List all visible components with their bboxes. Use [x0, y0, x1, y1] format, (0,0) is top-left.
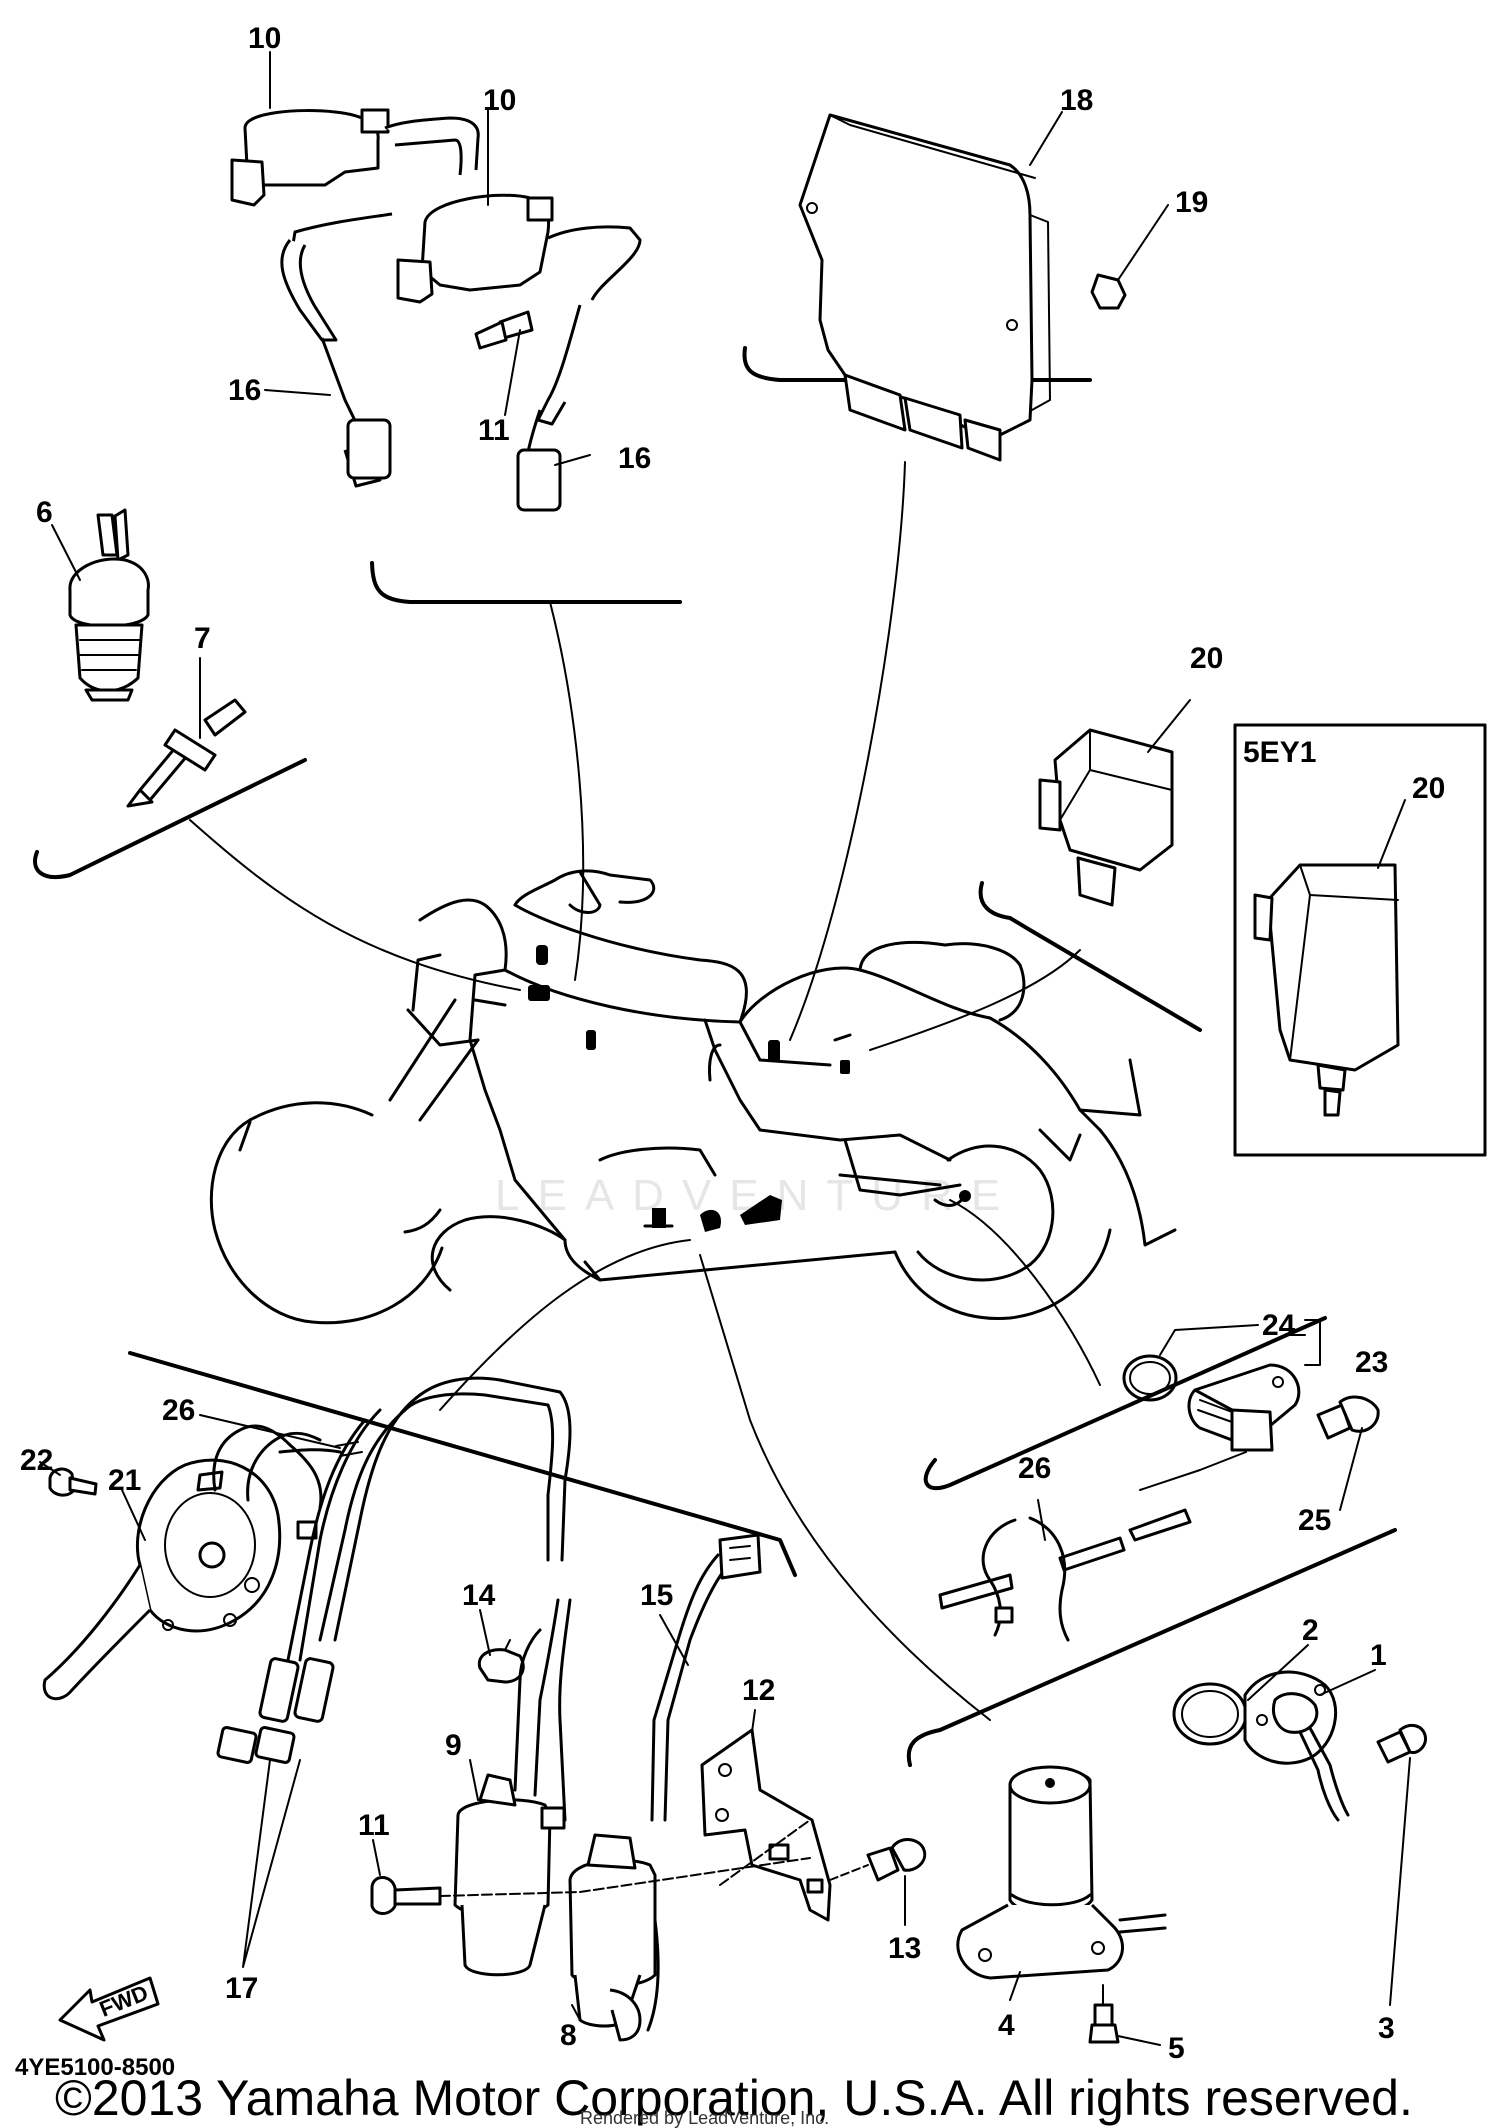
callout-11-upper: 11: [478, 414, 510, 447]
sender-unit-1: [1243, 1670, 1350, 1822]
bolt-22: [48, 1467, 98, 1497]
callout-16-left: 16: [228, 374, 261, 407]
callout-leaders: [39, 51, 1411, 2046]
lead-wire-26-left: [212, 1424, 363, 1540]
variant-box: [1233, 723, 1487, 1157]
relay-unit: [1038, 728, 1174, 907]
variant-label: 5EY1: [1243, 736, 1316, 769]
callout-18: 18: [1060, 84, 1093, 117]
diagram-code: 4YE5100-8500: [15, 2054, 175, 2081]
callout-20-variant: 20: [1412, 772, 1445, 805]
clamp-14: [477, 1639, 525, 1684]
ignition-coil-upper: [230, 108, 480, 207]
leader-lines: [33, 346, 1397, 1767]
bolt-5: [1088, 1984, 1120, 2044]
callout-3: 3: [1378, 2012, 1395, 2045]
callout-25: 25: [1298, 1504, 1331, 1537]
bracket-12: [700, 1728, 832, 1922]
callout-2: 2: [1302, 1614, 1319, 1647]
wire-harness-15: [650, 1533, 762, 1822]
nut-19: [1090, 273, 1127, 310]
cdi-unit: [798, 113, 1051, 462]
callout-16-right: 16: [618, 442, 651, 475]
callout-numbers: 10 10 18 19 16 11 16 6 7 20 20 24 23 25 …: [20, 22, 1445, 2065]
callout-14: 14: [462, 1579, 496, 1612]
relay-unit-variant: [1253, 863, 1400, 1117]
screw-3: [1376, 1723, 1428, 1764]
callout-22: 22: [20, 1444, 53, 1477]
render-credit: Rendered by LeadVenture, Inc.: [580, 2108, 829, 2128]
callout-20: 20: [1190, 642, 1223, 675]
solenoid-4: [956, 1765, 1167, 1980]
motorcycle-outline: [209, 869, 1177, 1325]
callout-4: 4: [998, 2009, 1015, 2042]
thermo-switch: [68, 508, 150, 702]
callout-24: 24: [1262, 1309, 1296, 1342]
callout-13: 13: [888, 1932, 921, 1965]
screw-25: [1316, 1395, 1380, 1440]
temperature-sensor: [126, 698, 247, 808]
callout-23: 23: [1355, 1346, 1388, 1379]
neutral-switch: [1139, 1363, 1301, 1491]
ignition-coil-9: [453, 1598, 572, 1977]
callout-1: 1: [1370, 1639, 1387, 1672]
callout-5: 5: [1168, 2032, 1185, 2065]
copyright-notice: ©2013 Yamaha Motor Corporation, U.S.A. A…: [55, 2070, 1413, 2126]
callout-7: 7: [194, 622, 211, 655]
callout-8: 8: [560, 2019, 577, 2052]
callout-26-left: 26: [162, 1394, 195, 1427]
oring-2: [1172, 1682, 1248, 1746]
oring-24: [1122, 1354, 1178, 1402]
callout-6: 6: [36, 496, 53, 529]
spark-plug-lead-right: [516, 304, 582, 512]
callout-21: 21: [108, 1464, 141, 1497]
spark-plug-leads-lower: [216, 1376, 572, 1764]
callout-9: 9: [445, 1729, 462, 1762]
callout-17: 17: [225, 1972, 258, 2005]
callout-11-lower: 11: [358, 1809, 390, 1842]
fwd-arrow: FWD: [58, 1976, 160, 2042]
ignition-coil-lower: [290, 193, 642, 304]
ignition-coil-8: [568, 1833, 660, 2042]
spark-plug-lead-left: [280, 239, 392, 488]
callout-12: 12: [742, 1674, 775, 1707]
bolt-11-lower: [370, 1876, 442, 1915]
callout-10-lower: 10: [483, 84, 516, 117]
bolt-11-top: [474, 310, 534, 350]
assembly-dash-lines: [439, 1819, 869, 1897]
callout-15: 15: [640, 1579, 673, 1612]
callout-10-upper: 10: [248, 22, 281, 55]
callout-26-right: 26: [1018, 1452, 1051, 1485]
horn: [42, 1458, 282, 1701]
callout-19: 19: [1175, 186, 1208, 219]
lead-wire-26-right: [938, 1508, 1192, 1642]
bolt-13: [866, 1838, 927, 1882]
